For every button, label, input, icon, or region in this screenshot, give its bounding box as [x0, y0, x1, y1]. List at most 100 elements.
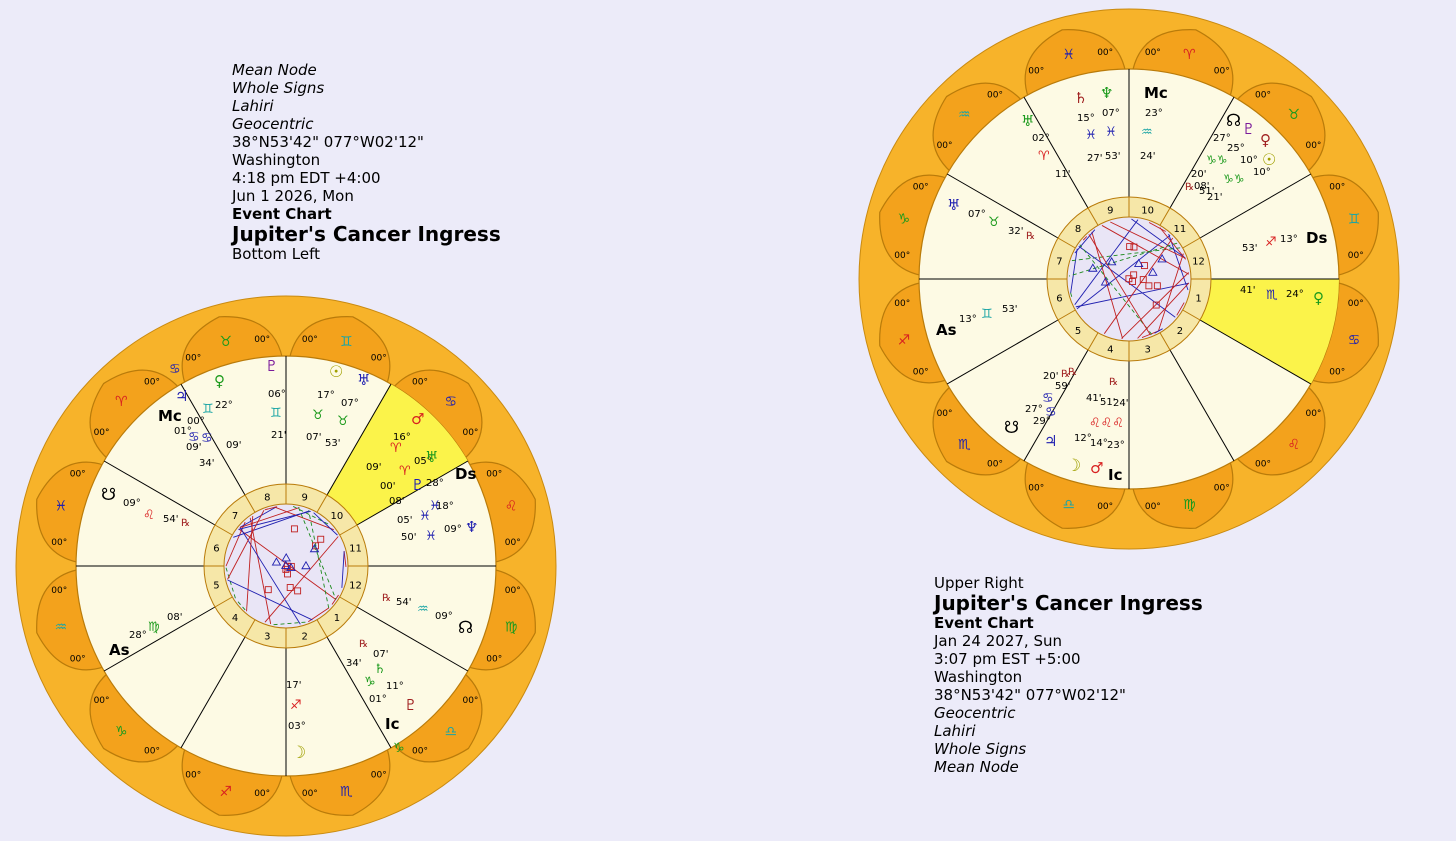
chart-label: 27°	[1025, 404, 1043, 415]
sign-glyph: ♍	[1183, 497, 1196, 513]
aspect-trine-glyph	[281, 552, 291, 562]
chart-label: ℞	[359, 639, 368, 650]
chart-label: 20'	[1043, 371, 1058, 382]
house-number: 4	[232, 613, 238, 624]
sign-degree-label: 00°	[412, 378, 428, 388]
chart-label: 11°	[386, 681, 404, 692]
info-line: Geocentric	[232, 115, 314, 133]
info-line: Upper Right	[934, 574, 1024, 592]
chart-label: ♀	[1260, 131, 1271, 149]
lotus-petal	[36, 568, 105, 671]
chart-label: As	[936, 321, 957, 339]
sign-glyph: ♉	[1287, 107, 1300, 123]
chart-label: ♀	[1313, 289, 1324, 307]
sign-degree-label: 00°	[1214, 483, 1230, 493]
chart-label: Mc	[1144, 84, 1168, 102]
chart-label: ♑	[364, 675, 376, 690]
chart-label: ℞	[1185, 182, 1194, 193]
ring-tick	[214, 524, 233, 536]
aspect-line	[1168, 233, 1189, 291]
aspect-line	[1121, 272, 1189, 339]
aspect-square-glyph	[1130, 271, 1138, 279]
house-number: 5	[213, 581, 219, 592]
chart-label: 09'	[226, 440, 241, 451]
chart-label: ♓	[1105, 125, 1117, 140]
sign-degree-label: 00°	[1255, 459, 1271, 469]
sign-glyph: ♓	[55, 499, 68, 515]
ring-tick	[339, 524, 358, 536]
lotus-petal	[467, 461, 536, 564]
info-line: Whole Signs	[232, 79, 325, 97]
chart-label: 09°	[123, 498, 141, 509]
sign-glyph: ♐	[898, 332, 911, 348]
chart-label: 13°	[1280, 234, 1298, 245]
aspect-line	[225, 521, 246, 567]
lotus-petal	[1024, 460, 1127, 529]
sign-degree-label: 00°	[987, 459, 1003, 469]
lotus-petal	[89, 369, 180, 460]
lotus-petal	[181, 316, 284, 385]
chart-label: ℞	[1068, 367, 1077, 378]
chart-label: 53'	[1002, 304, 1017, 315]
info-line: Lahiri	[232, 97, 274, 115]
chart-label: 53'	[1242, 243, 1257, 254]
chart-label: 59'	[1055, 381, 1070, 392]
sign-glyph: ♑	[115, 724, 128, 740]
sign-glyph: ♏	[340, 784, 353, 800]
ring-tick	[316, 494, 328, 513]
house-number: 3	[264, 632, 270, 643]
aspect-line	[225, 567, 236, 599]
chart-label: 27'	[1087, 153, 1102, 164]
sign-degree-label: 00°	[1255, 91, 1271, 101]
chart-label: ♇	[265, 357, 278, 375]
lotus-petal	[467, 568, 536, 671]
chart-label: 23°	[1145, 108, 1163, 119]
chart-label: 21'	[271, 430, 286, 441]
sign-glyph: ♎	[444, 724, 457, 740]
house-number: 9	[301, 492, 307, 503]
lotus-petal	[36, 461, 105, 564]
chart-label: Ic	[385, 715, 399, 733]
sign-glyph: ♏	[958, 437, 971, 453]
aspect-line	[1101, 225, 1190, 275]
aspect-square-glyph	[1153, 282, 1161, 290]
sign-degree-label: 00°	[1097, 502, 1113, 512]
chart-label: Ds	[1306, 229, 1327, 247]
lotus-petal	[1131, 29, 1234, 98]
aspect-line	[298, 507, 337, 600]
chart-label: ☋	[1004, 418, 1019, 438]
lotus-petal	[1131, 460, 1234, 529]
lotus-petal	[288, 316, 391, 385]
aspect-line	[264, 536, 339, 623]
ring-tick	[1057, 309, 1076, 321]
house-number: 2	[1177, 326, 1183, 337]
sign-glyph: ♑	[898, 212, 911, 228]
aspect-line	[1068, 242, 1178, 277]
aspect-square-glyph	[294, 587, 302, 595]
chart-label: 15°	[1077, 113, 1095, 124]
chart-label: 07'	[306, 432, 321, 443]
chart-label: 24°	[1286, 289, 1304, 300]
info-line: 38°N53'42" 077°W02'12"	[232, 133, 424, 151]
house-cusp-line	[1169, 349, 1235, 462]
chart-label: ♊	[202, 402, 214, 417]
chart-label: ☊	[458, 618, 473, 638]
chart-label: ☽	[291, 743, 306, 763]
aspect-line	[274, 506, 334, 531]
aspect-line	[249, 517, 272, 625]
sign-degree-label: 00°	[254, 789, 270, 799]
sign-glyph: ♈	[115, 394, 128, 410]
aspect-line	[264, 506, 278, 511]
chart-label: ♐	[290, 698, 302, 713]
lotus-petal	[1235, 82, 1326, 173]
aspect-line	[273, 621, 308, 626]
aspect-square-glyph	[286, 584, 294, 591]
aspect-line	[1079, 244, 1153, 335]
house-cusp-line	[356, 606, 469, 672]
chart-label: ♃	[1044, 432, 1057, 450]
house-cusp-line	[356, 460, 469, 526]
lotus-petal	[932, 385, 1023, 476]
chart-label: ♆	[465, 518, 478, 536]
house-number: 12	[349, 581, 362, 592]
